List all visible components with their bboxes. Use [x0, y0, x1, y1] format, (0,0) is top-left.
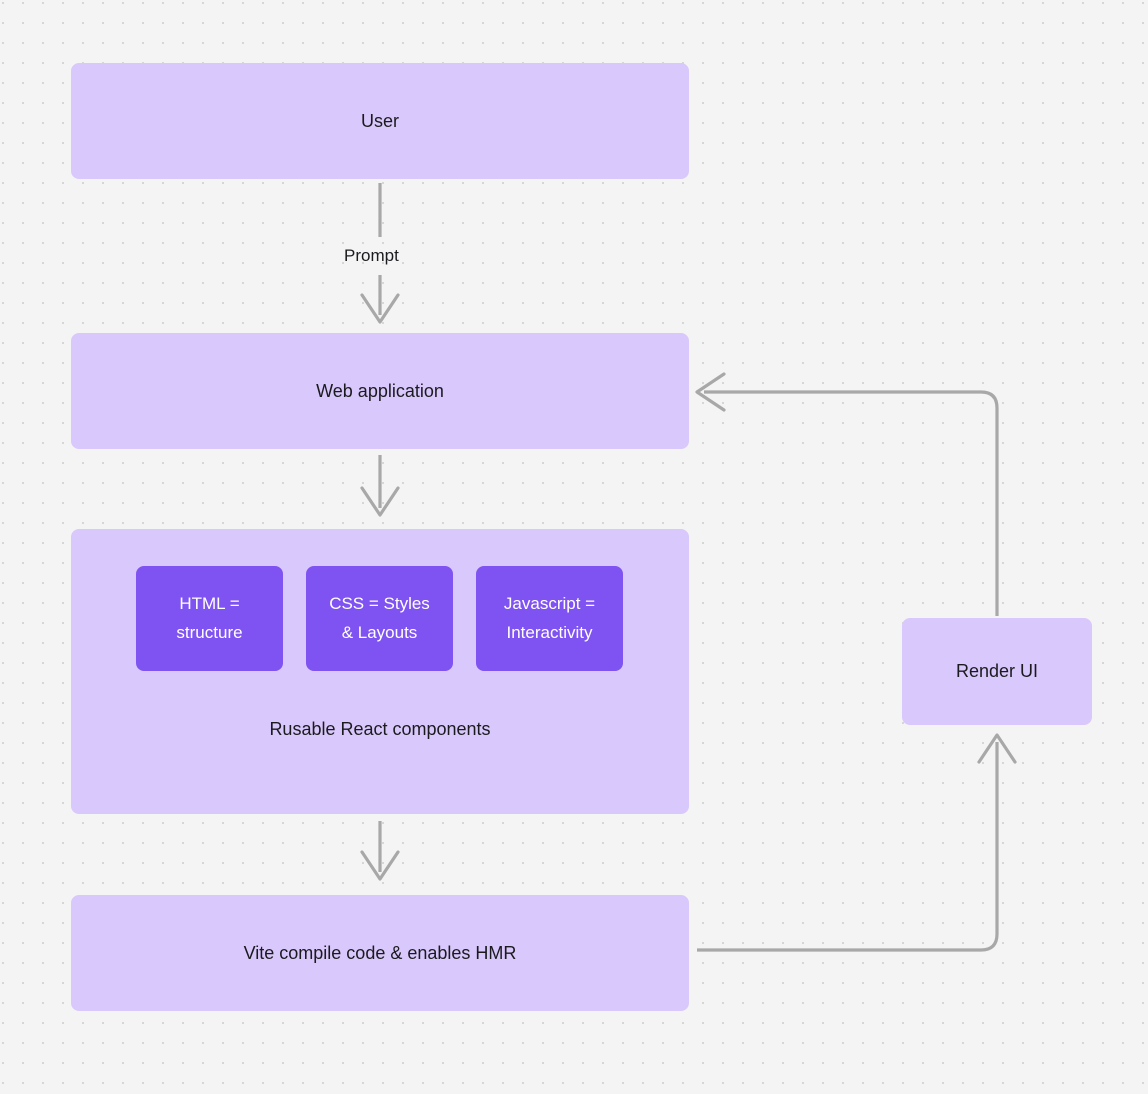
arrowhead-down — [360, 293, 400, 324]
arrowhead-down — [360, 850, 400, 881]
edge-segment — [704, 390, 999, 616]
chip-css-line1: CSS = Styles — [329, 593, 430, 613]
node-render-ui[interactable]: Render UI — [902, 618, 1092, 725]
arrowhead-left — [695, 372, 726, 412]
chip-html-line1: HTML = — [179, 593, 240, 613]
node-user-label: User — [360, 110, 399, 131]
chip-javascript-line1: Javascript = — [503, 593, 596, 613]
edge-segment — [697, 742, 999, 952]
arrowhead-up — [977, 733, 1017, 764]
chip-css[interactable]: CSS = Styles & Layouts — [306, 566, 453, 671]
node-react-components[interactable]: HTML = structure CSS = Styles & Layouts … — [71, 529, 689, 814]
chip-html[interactable]: HTML = structure — [136, 566, 283, 671]
node-render-ui-label: Render UI — [955, 661, 1039, 682]
edge-render-to-webapp — [695, 372, 999, 616]
chip-html-line2: structure — [176, 622, 243, 642]
node-web-application[interactable]: Web application — [71, 333, 689, 449]
node-web-application-label: Web application — [316, 380, 444, 401]
node-user[interactable]: User — [71, 63, 689, 179]
edge-label-prompt: Prompt — [344, 246, 399, 265]
chip-javascript[interactable]: Javascript = Interactivity — [476, 566, 623, 671]
chip-row: HTML = structure CSS = Styles & Layouts … — [136, 566, 624, 671]
arrowhead-down — [360, 486, 400, 517]
chip-css-line2: & Layouts — [341, 622, 418, 642]
node-vite[interactable]: Vite compile code & enables HMR — [71, 895, 689, 1011]
node-react-components-caption: Rusable React components — [269, 719, 491, 739]
node-vite-label: Vite compile code & enables HMR — [243, 942, 517, 963]
edge-vite-to-render — [697, 733, 1017, 952]
edge-webapp-to-components — [360, 455, 400, 517]
chip-javascript-line2: Interactivity — [506, 622, 593, 642]
edge-components-to-vite — [360, 821, 400, 881]
